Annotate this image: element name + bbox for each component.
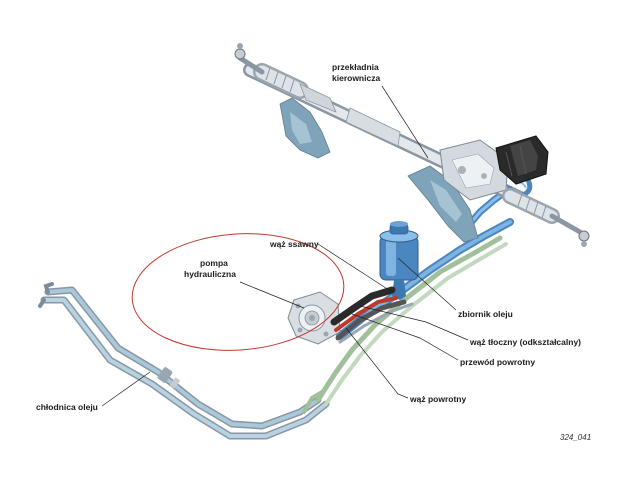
oil-cooler (38, 282, 330, 440)
label-pressure-hose: wąż tłoczny (odkształcalny) (469, 337, 581, 347)
label-oil-cooler: chłodnica oleju (36, 402, 98, 412)
pinion-boot (495, 135, 549, 185)
label-suction-hose: wąż ssawny (269, 239, 319, 249)
label-return-line: przewód powrotny (460, 357, 535, 367)
left-boot (253, 63, 309, 99)
right-boot (502, 188, 560, 224)
label-steering-gear-2: kierownicza (332, 73, 380, 83)
labels: przekładnia kierownicza wąż ssawny pompa… (36, 62, 591, 442)
label-pump-1: pompa (200, 258, 228, 268)
figure-reference: 324_041 (560, 433, 591, 442)
oil-reservoir (379, 221, 419, 300)
label-return-hose: wąż powrotny (409, 394, 466, 404)
label-pump-2: hydrauliczna (184, 269, 236, 279)
hydraulic-pump (287, 291, 341, 345)
leader-lines (101, 85, 469, 407)
steering-gear (234, 43, 590, 247)
label-oil-reservoir: zbiornik oleju (458, 309, 513, 319)
label-steering-gear-1: przekładnia (332, 62, 379, 72)
highlight-ellipse (131, 233, 345, 351)
steering-brackets (279, 97, 479, 243)
